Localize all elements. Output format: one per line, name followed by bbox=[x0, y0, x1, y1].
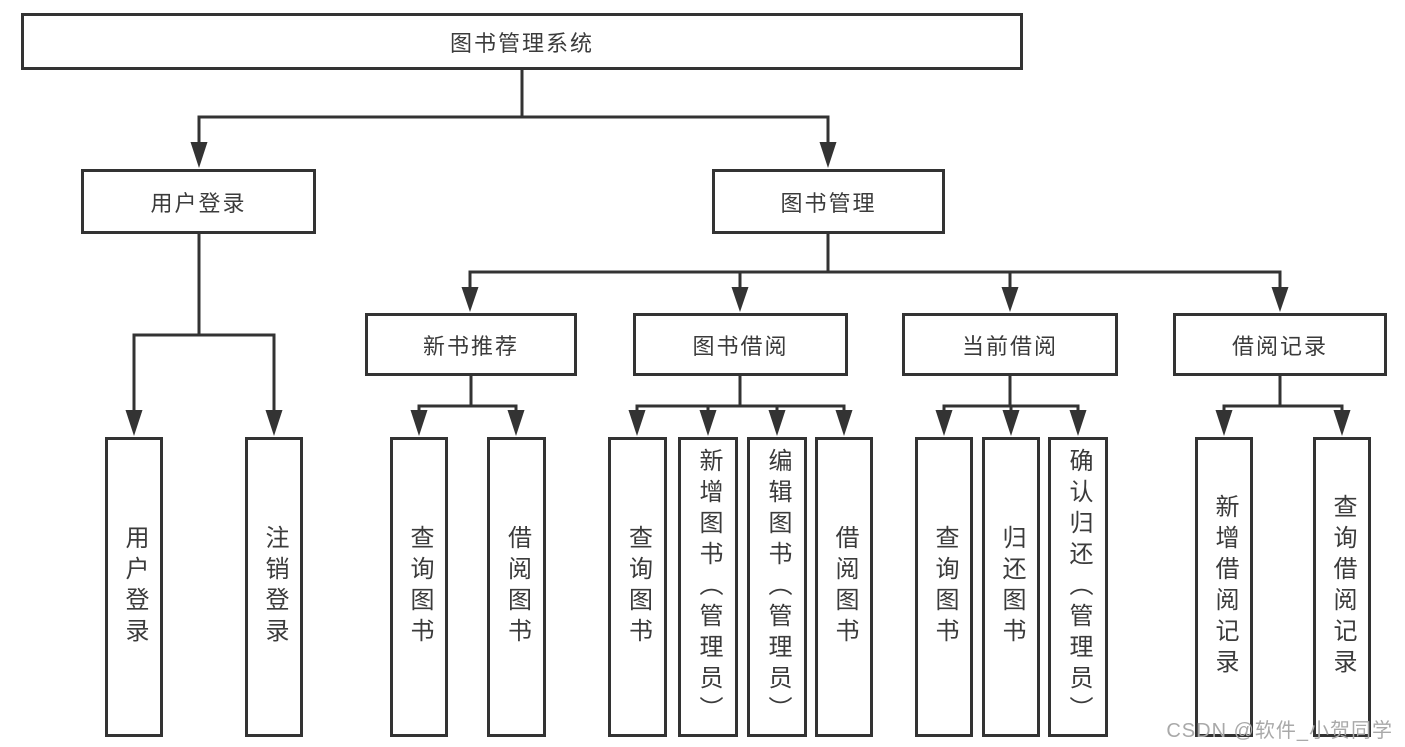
node-label: 借阅图书 bbox=[831, 525, 858, 649]
leaf-user-login: 用户登录 bbox=[105, 437, 163, 737]
node-label: 确认归还（管理员） bbox=[1065, 447, 1092, 727]
node-borrowing-records: 借阅记录 bbox=[1173, 313, 1387, 376]
leaf-borrow-query-books: 查询图书 bbox=[608, 437, 667, 737]
leaf-current-return-books: 归还图书 bbox=[982, 437, 1040, 737]
csdn-watermark: CSDN @软件_小贺同学 bbox=[1166, 720, 1393, 742]
node-label: 用户登录 bbox=[121, 525, 148, 649]
leaf-current-query-books: 查询图书 bbox=[915, 437, 973, 737]
node-label: 用户登录 bbox=[150, 190, 247, 216]
node-label: 归还图书 bbox=[998, 525, 1025, 649]
leaf-logout: 注销登录 bbox=[245, 437, 303, 737]
node-label: 查询图书 bbox=[931, 525, 958, 649]
leaf-borrow-edit-books-admin: 编辑图书（管理员） bbox=[747, 437, 807, 737]
leaf-borrow-add-books-admin: 新增图书（管理员） bbox=[678, 437, 738, 737]
node-label: 图书管理 bbox=[780, 190, 877, 216]
node-label: 新增图书（管理员） bbox=[695, 447, 722, 727]
node-label: 图书借阅 bbox=[692, 333, 789, 359]
node-current-borrowing: 当前借阅 bbox=[902, 313, 1118, 376]
leaf-newbook-borrow-books: 借阅图书 bbox=[487, 437, 546, 737]
node-label: 借阅记录 bbox=[1231, 333, 1328, 359]
node-label: 注销登录 bbox=[261, 525, 288, 649]
node-book-borrowing: 图书借阅 bbox=[633, 313, 848, 376]
leaf-record-query-borrow-record: 查询借阅记录 bbox=[1313, 437, 1371, 737]
arrowheads bbox=[125, 142, 1351, 436]
node-system-root: 图书管理系统 bbox=[21, 13, 1023, 70]
node-label: 编辑图书（管理员） bbox=[764, 447, 791, 727]
node-book-management: 图书管理 bbox=[712, 169, 945, 234]
node-label: 查询图书 bbox=[406, 525, 433, 649]
node-label: 查询借阅记录 bbox=[1329, 494, 1356, 680]
node-label: 图书管理系统 bbox=[449, 30, 594, 56]
leaf-record-add-borrow-record: 新增借阅记录 bbox=[1195, 437, 1253, 737]
node-label: 新增借阅记录 bbox=[1211, 494, 1238, 680]
leaf-current-confirm-return-admin: 确认归还（管理员） bbox=[1048, 437, 1108, 737]
node-label: 查询图书 bbox=[624, 525, 652, 649]
node-label: 当前借阅 bbox=[961, 333, 1058, 359]
leaf-newbook-query-books: 查询图书 bbox=[390, 437, 448, 737]
node-label: 新书推荐 bbox=[422, 333, 519, 359]
leaf-borrow-borrow-books: 借阅图书 bbox=[815, 437, 873, 737]
node-label: 借阅图书 bbox=[503, 525, 531, 649]
node-user-login: 用户登录 bbox=[81, 169, 316, 234]
node-new-book-recommend: 新书推荐 bbox=[365, 313, 577, 376]
